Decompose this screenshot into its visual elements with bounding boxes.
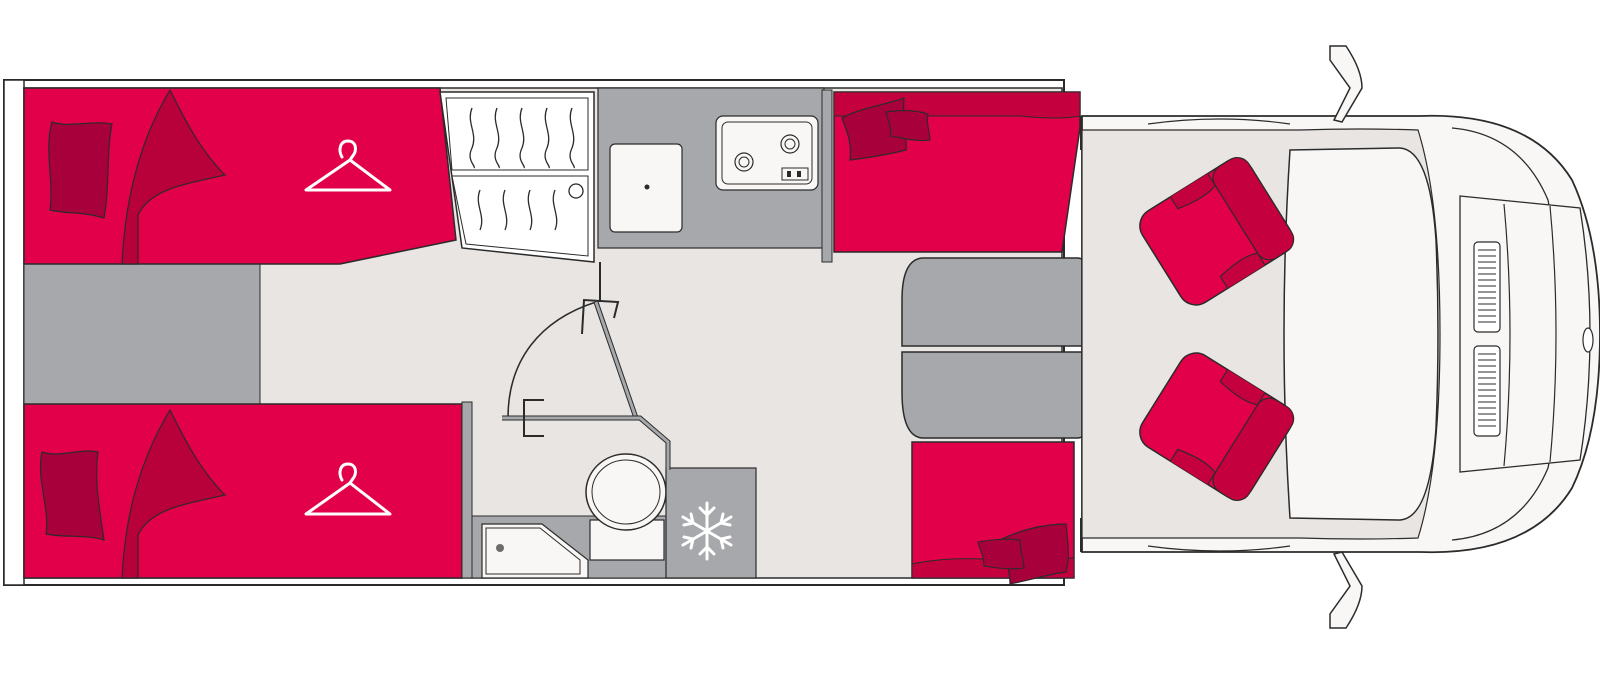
- pillow-icon: [39, 450, 105, 541]
- dinette-bench-top: [833, 91, 1081, 253]
- hanger-icon: [304, 462, 392, 516]
- pillow-icon: [48, 121, 113, 219]
- rear-bed-top: [23, 87, 457, 265]
- bathroom: [461, 401, 757, 579]
- dashboard: [1283, 147, 1439, 521]
- toilet: [585, 453, 667, 561]
- side-mirror-top: [1329, 45, 1363, 123]
- driver-seat: [1139, 156, 1295, 306]
- burner-icon: [734, 152, 754, 172]
- bathroom-door: [502, 262, 671, 470]
- pillow-icon: [977, 538, 1025, 570]
- snowflake-icon: [681, 501, 733, 561]
- side-mirror-bottom: [1329, 551, 1363, 629]
- shower-drain: [568, 183, 584, 199]
- rear-storage: [23, 263, 261, 405]
- fridge: [665, 467, 757, 579]
- washbasin: [481, 523, 589, 579]
- rear-bed-bottom: [23, 403, 463, 579]
- burner-icon: [780, 134, 800, 154]
- cab: [1081, 114, 1600, 554]
- kitchen-counter: [597, 87, 825, 249]
- dinette-bench-bottom: [911, 441, 1075, 585]
- hanger-icon: [304, 139, 392, 192]
- passenger-seat: [1139, 352, 1295, 502]
- shower-tray: [439, 91, 595, 263]
- pillow-icon: [885, 110, 931, 142]
